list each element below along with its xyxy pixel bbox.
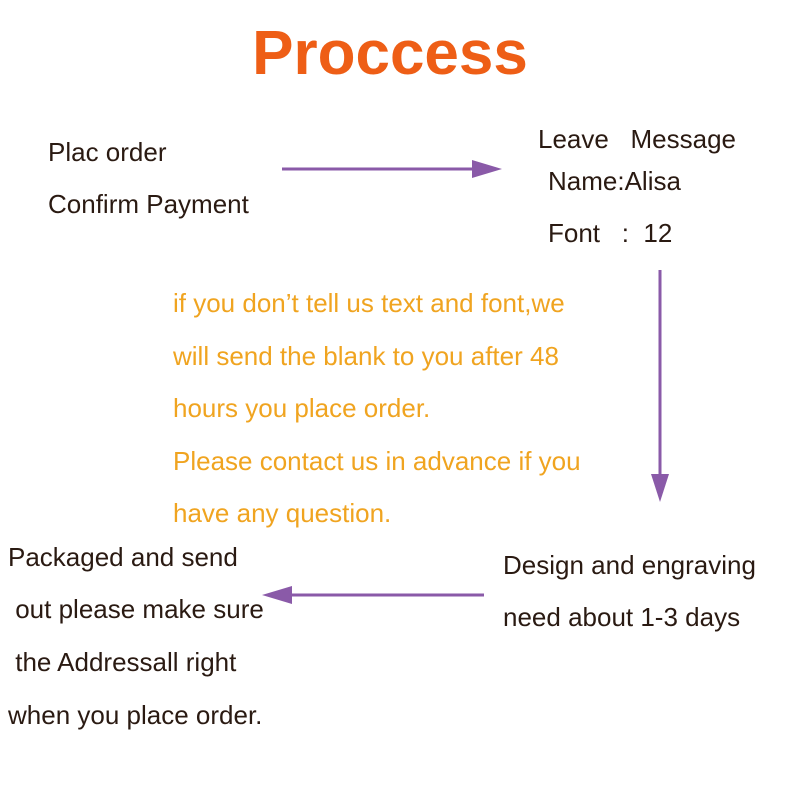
step-package-line-4: when you place order.	[8, 700, 263, 730]
arrow-left-icon	[262, 586, 484, 604]
note-line-3: hours you place order.	[173, 393, 431, 423]
step-message-line-2: Name:Alisa	[548, 166, 681, 196]
note-line-1: if you don’t tell us text and font,we	[173, 288, 565, 318]
step-design-line-2: need about 1-3 days	[503, 602, 741, 632]
step-order-line-2: Confirm Payment	[48, 189, 249, 219]
step-order-line-1: Plac order	[48, 137, 167, 167]
step-design-line-1: Design and engraving	[503, 550, 756, 580]
note-line-4: Please contact us in advance if you	[173, 446, 581, 476]
step-package-line-3: the Addressall right	[8, 647, 237, 677]
step-package-line-2: out please make sure	[8, 594, 264, 624]
step-message-line-3: Font : 12	[548, 218, 673, 248]
note-line-2: will send the blank to you after 48	[173, 341, 559, 371]
page-title: Proccess	[252, 19, 528, 88]
note-line-5: have any question.	[173, 498, 392, 528]
arrow-down-icon	[651, 270, 669, 502]
arrow-right-icon	[282, 160, 502, 178]
step-package-line-1: Packaged and send	[8, 542, 238, 572]
step-message-line-1: Leave Message	[538, 124, 737, 154]
